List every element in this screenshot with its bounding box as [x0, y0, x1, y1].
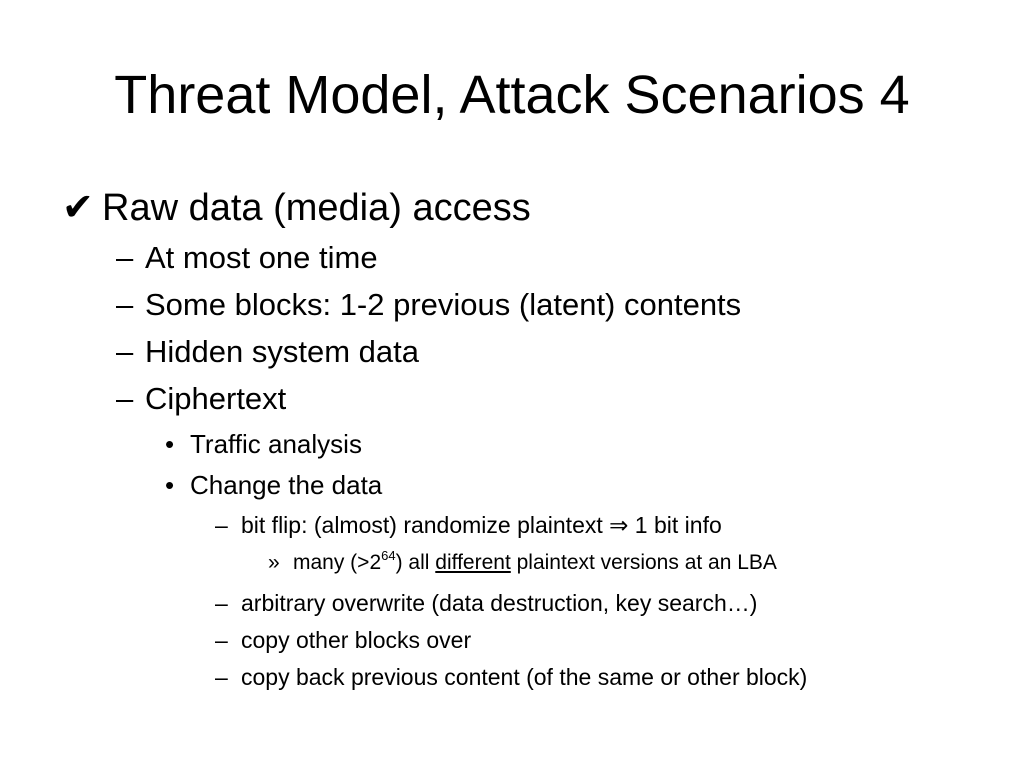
bullet-dot-icon: • — [165, 429, 175, 459]
dash-icon: – — [215, 664, 228, 690]
underlined-word: different — [435, 551, 511, 574]
bullet-at-most-one-time: –At most one time — [116, 238, 378, 278]
dash-icon: – — [116, 334, 134, 369]
slide-title: Threat Model, Attack Scenarios 4 — [114, 65, 910, 125]
exponent: 64 — [381, 548, 396, 563]
bullet-text: Traffic analysis — [190, 429, 362, 459]
dash-icon: – — [215, 512, 228, 538]
bullet-dot-icon: • — [165, 470, 175, 500]
bullet-hidden-system-data: –Hidden system data — [116, 332, 419, 372]
bullet-change-the-data: • Change the data — [165, 468, 382, 502]
bullet-many-versions: » many (>264) all different plaintext ver… — [268, 549, 777, 577]
bullet-text: Hidden system data — [145, 334, 419, 369]
bullet-arbitrary-overwrite: –arbitrary overwrite (data destruction, … — [215, 588, 757, 618]
bullet-text: copy back previous content (of the same … — [241, 664, 808, 690]
bullet-bit-flip: –bit flip: (almost) randomize plaintext … — [215, 510, 722, 540]
many-post: ) all — [395, 551, 436, 574]
dash-icon: – — [215, 590, 228, 616]
bullet-text: bit flip: (almost) randomize plaintext ⇒… — [241, 512, 722, 538]
checkmark-icon: ✔ — [62, 187, 94, 229]
bullet-ciphertext: –Ciphertext — [116, 379, 286, 419]
bullet-text: At most one time — [145, 240, 378, 275]
dash-icon: – — [116, 287, 134, 322]
double-chevron-icon: » — [268, 551, 280, 574]
bullet-copy-other-blocks: –copy other blocks over — [215, 625, 471, 655]
many-tail: plaintext versions at an LBA — [510, 551, 777, 574]
bullet-text: Some blocks: 1-2 previous (latent) conte… — [145, 287, 742, 322]
dash-icon: – — [116, 240, 134, 275]
bullet-text: copy other blocks over — [241, 627, 472, 653]
bullet-some-blocks: –Some blocks: 1-2 previous (latent) cont… — [116, 285, 741, 325]
dash-icon: – — [116, 381, 134, 416]
bullet-text: arbitrary overwrite (data destruction, k… — [241, 590, 758, 616]
bullet-traffic-analysis: • Traffic analysis — [165, 427, 362, 461]
bullet-text: Change the data — [190, 470, 383, 500]
bullet-copy-back-previous: –copy back previous content (of the same… — [215, 662, 807, 692]
dash-icon: – — [215, 627, 228, 653]
many-pre: many (>2 — [293, 551, 382, 574]
bullet-text: Ciphertext — [145, 381, 287, 416]
bullet-raw-data-access: ✔Raw data (media) access — [62, 184, 531, 232]
bullet-text: Raw data (media) access — [102, 187, 531, 229]
